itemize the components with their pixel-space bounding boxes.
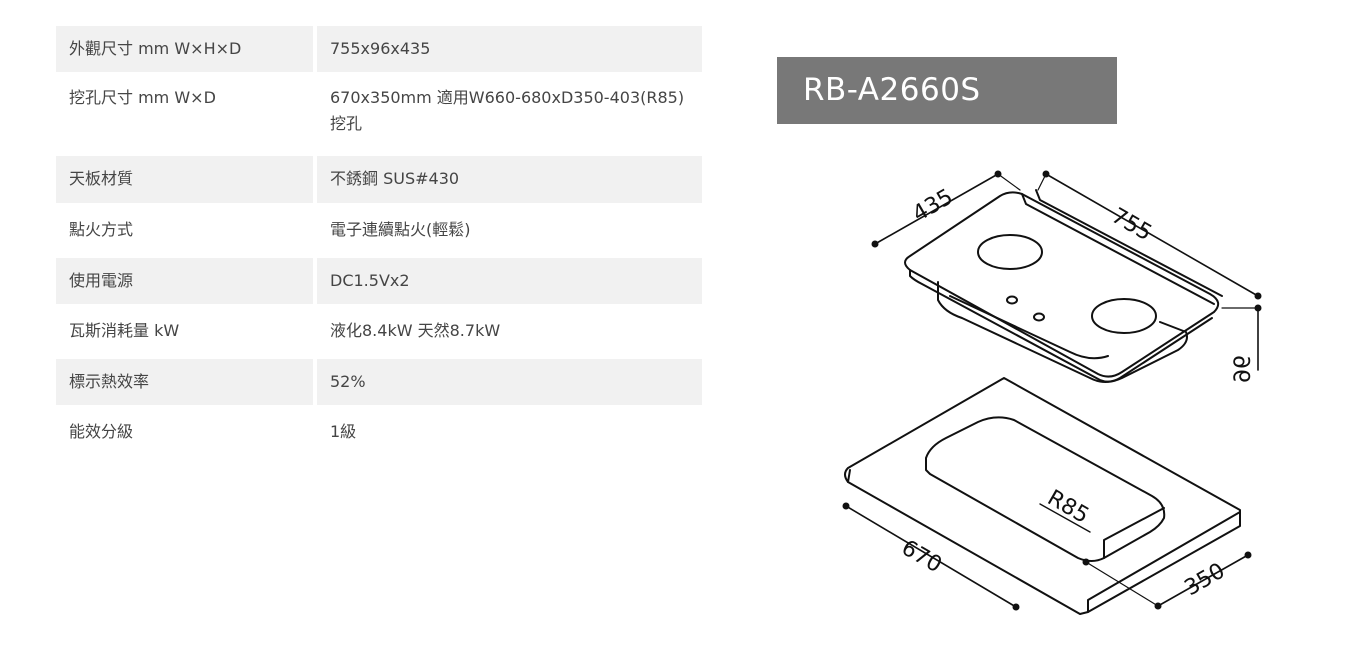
burner-right: [1091, 298, 1157, 334]
knob-right: [1033, 312, 1045, 322]
spec-value: DC1.5Vx2: [317, 258, 702, 304]
cooktop-drawing: [871, 170, 1262, 383]
countertop-slab: [844, 377, 1241, 615]
spec-value: 1級: [330, 422, 357, 441]
model-badge: RB-A2660S: [777, 57, 1117, 124]
spec-row-dimensions: 外觀尺寸 mm W×H×D 755x96x435: [56, 26, 702, 72]
spec-label: 使用電源: [56, 258, 313, 304]
spec-value: 不銹鋼 SUS#430: [317, 156, 702, 203]
dim-cutout-depth-label: 350: [1181, 559, 1230, 602]
spec-value: 電子連續點火(輕鬆): [330, 220, 471, 239]
spec-label: 能效分級: [69, 422, 134, 441]
dim-cutout-width-label: 670: [897, 536, 946, 579]
spec-table: 外觀尺寸 mm W×H×D 755x96x435 挖孔尺寸 mm W×D 670…: [56, 26, 702, 460]
spec-row-efficiency: 標示熱效率 52%: [56, 359, 702, 405]
spec-label: 外觀尺寸 mm W×H×D: [56, 26, 313, 72]
spec-row-cutout: 挖孔尺寸 mm W×D 670x350mm 適用W660-680xD350-40…: [56, 72, 702, 156]
spec-row-material: 天板材質 不銹鋼 SUS#430: [56, 156, 702, 203]
spec-row-ignition: 點火方式 電子連續點火(輕鬆): [56, 203, 702, 258]
spec-value: 670x350mm 適用W660-680xD350-403(R85) 挖孔: [317, 72, 702, 156]
spec-label: 挖孔尺寸 mm W×D: [69, 88, 216, 107]
spec-label: 標示熱效率: [56, 359, 313, 405]
burner-left: [977, 234, 1043, 270]
spec-value-line: 670x350mm 適用W660-680xD350-403(R85): [330, 88, 685, 107]
spec-value: 755x96x435: [317, 26, 702, 72]
dimension-diagram: 435 755 96 670 350 R85: [842, 170, 1262, 615]
dim-height-label: 96: [1231, 355, 1256, 383]
spec-row-power: 使用電源 DC1.5Vx2: [56, 258, 702, 304]
spec-value: 液化8.4kW 天然8.7kW: [330, 321, 501, 340]
spec-label: 天板材質: [56, 156, 313, 203]
spec-row-energy-grade: 能效分級 1級: [56, 405, 702, 460]
spec-row-gas-consumption: 瓦斯消耗量 kW 液化8.4kW 天然8.7kW: [56, 304, 702, 359]
countertop-drawing: [842, 377, 1252, 615]
knob-left: [1006, 295, 1018, 305]
cutout-opening: [925, 416, 1166, 562]
spec-value: 52%: [317, 359, 702, 405]
cooktop-body: [937, 281, 1188, 383]
spec-value-line: 挖孔: [330, 114, 363, 133]
cooktop-top-plate: [904, 191, 1220, 378]
spec-label: 瓦斯消耗量 kW: [69, 321, 180, 340]
spec-label: 點火方式: [69, 220, 134, 239]
dim-radius-label: R85: [1043, 486, 1093, 529]
